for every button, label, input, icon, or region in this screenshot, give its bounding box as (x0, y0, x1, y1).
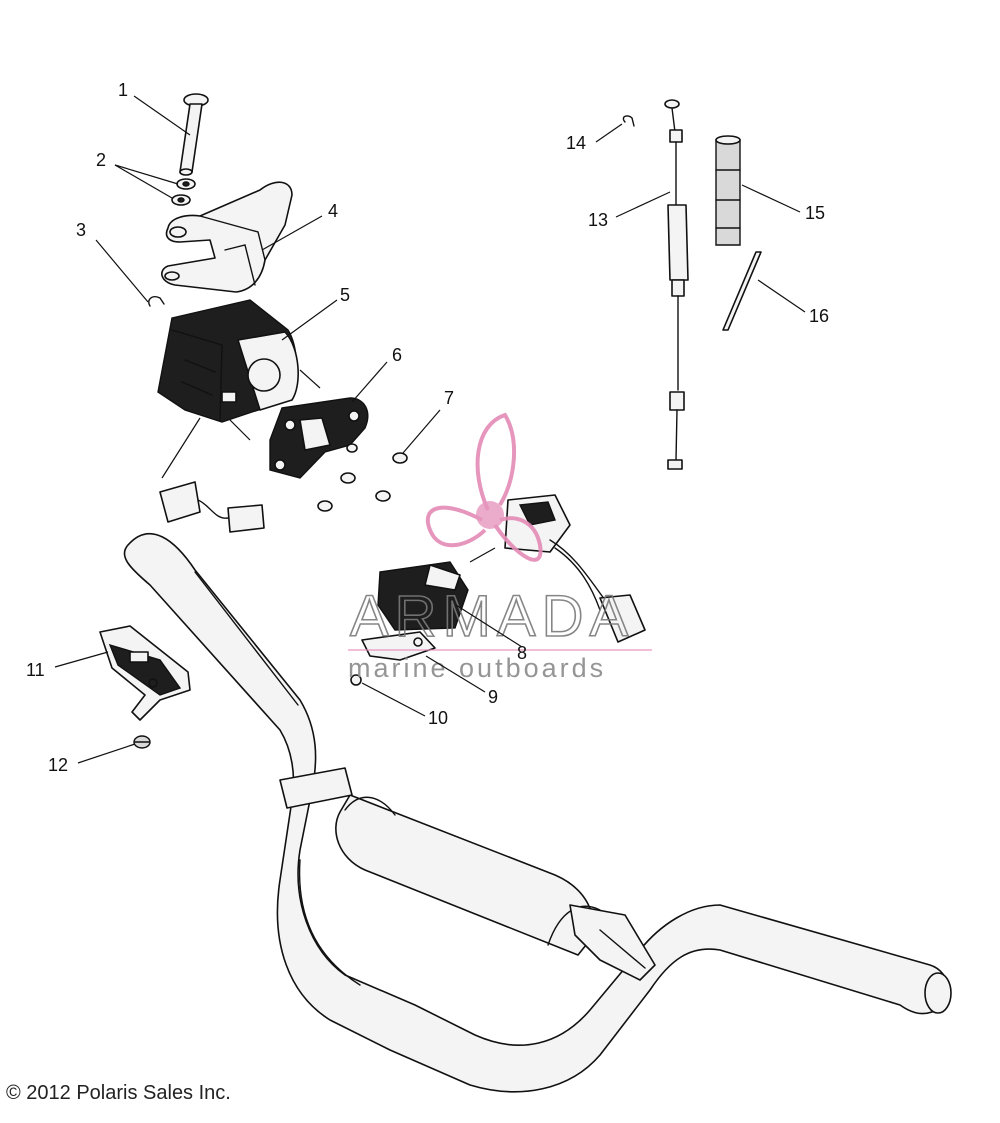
callout-6: 6 (392, 345, 402, 365)
callout-4: 4 (328, 201, 338, 221)
part-6-plate (269, 397, 369, 479)
watermark-brand: ARMADA (350, 584, 634, 649)
watermark: ARMADA marine outboards (348, 412, 652, 683)
part-8-switch (377, 494, 646, 643)
watermark-logo-hub (476, 501, 504, 529)
part-14-clip (622, 115, 635, 127)
part-11-housing (99, 625, 191, 721)
watermark-logo (426, 412, 543, 562)
copyright-notice: © 2012 Polaris Sales Inc. (6, 1082, 231, 1104)
callout-2: 2 (96, 150, 106, 170)
connector-plug (159, 481, 265, 533)
part-9-bracket (361, 631, 436, 661)
part-4-bracket (161, 181, 293, 293)
callout-14: 14 (566, 133, 586, 153)
leader-lines (54, 95, 806, 764)
callout-7: 7 (444, 388, 454, 408)
callout-labels: 1 2 3 4 5 6 7 8 9 10 11 12 13 14 15 16 (26, 80, 829, 775)
watermark-tagline: marine outboards (348, 653, 606, 683)
part-12-setscrew (133, 735, 151, 749)
callout-15: 15 (805, 203, 825, 223)
callout-1: 1 (118, 80, 128, 100)
part-10-screw (350, 674, 362, 686)
part-3-clip (148, 296, 165, 307)
callout-10: 10 (428, 708, 448, 728)
callout-11: 11 (26, 660, 45, 680)
handlebar (123, 533, 952, 1093)
callout-13: 13 (588, 210, 608, 230)
part-2-washers (171, 178, 196, 206)
part-1-bolt (179, 93, 209, 176)
part-13-cable (664, 99, 689, 470)
part-16-tie (722, 251, 762, 331)
part-5-housing (157, 299, 299, 423)
callout-8: 8 (517, 643, 527, 663)
part-15-grip (715, 135, 741, 246)
part-7-screws (317, 443, 408, 512)
callout-12: 12 (48, 755, 68, 775)
callout-16: 16 (809, 306, 829, 326)
callout-5: 5 (340, 285, 350, 305)
callout-3: 3 (76, 220, 86, 240)
callout-9: 9 (488, 687, 498, 707)
